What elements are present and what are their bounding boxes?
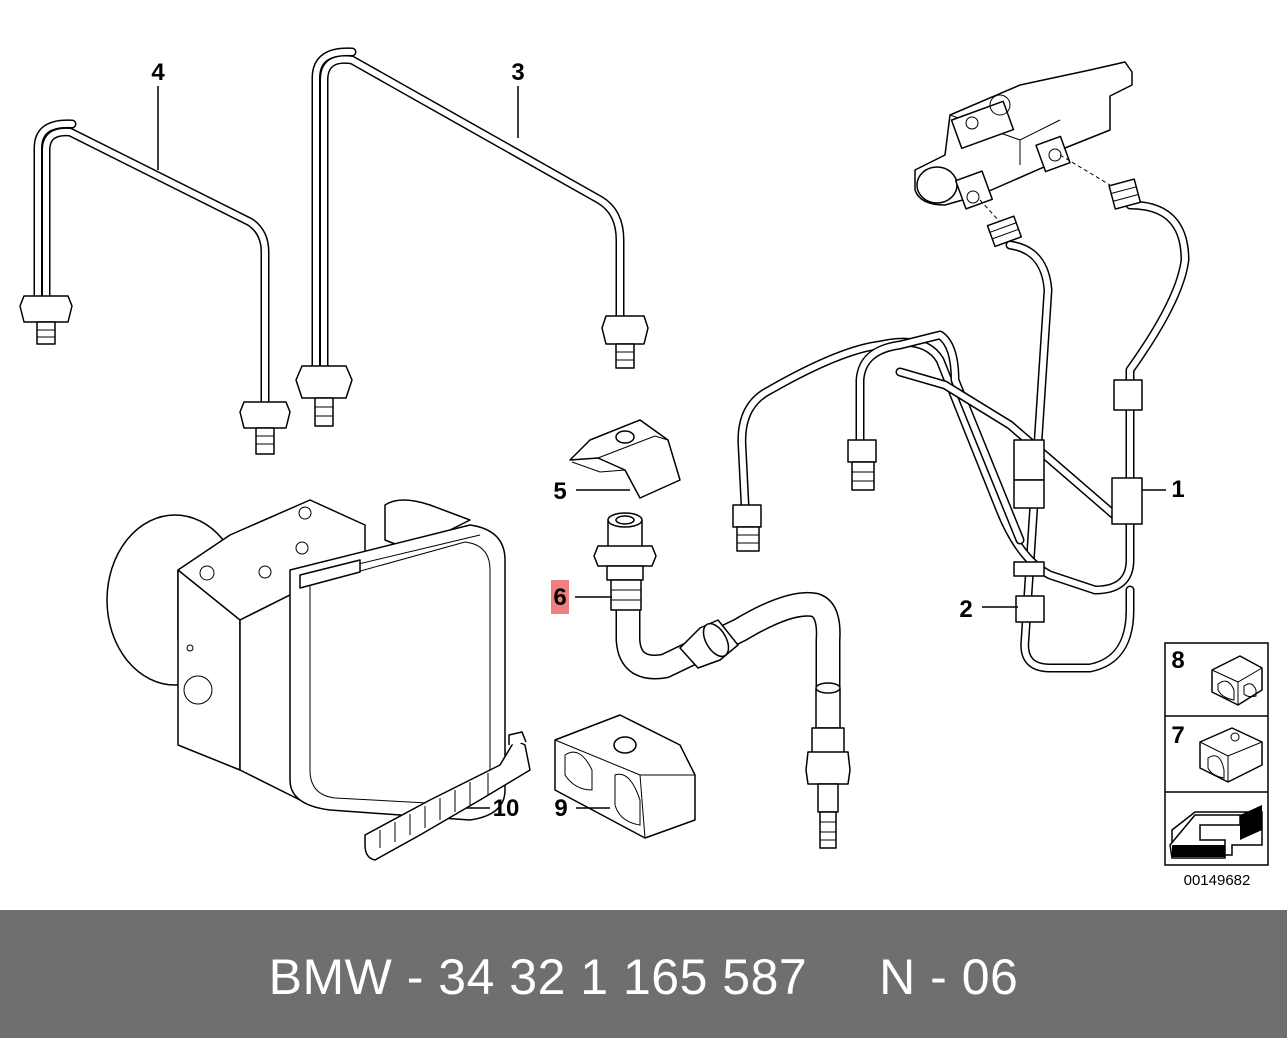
- callout-9: 9: [554, 795, 567, 822]
- callout-8: 8: [1171, 647, 1184, 674]
- callout-3: 3: [511, 59, 524, 86]
- brake-pipes-1-2: [732, 178, 1190, 673]
- reference-number: 00149682: [1184, 872, 1251, 889]
- callout-5: 5: [553, 478, 566, 505]
- callout-7: 7: [1171, 722, 1184, 749]
- parts-diagram: 4 3 5 6 1 2 8 7 9 10 00149682: [19, 47, 1269, 889]
- callout-4: 4: [151, 59, 165, 86]
- master-cylinder: [914, 61, 1133, 223]
- callout-2: 2: [959, 596, 972, 623]
- callout-labels: 4 3 5 6 1 2 8 7 9 10 00149682: [151, 59, 1250, 889]
- bracket-5: [569, 419, 681, 499]
- connector-strip-10: [364, 731, 531, 861]
- callout-10: 10: [493, 795, 520, 822]
- part-number-caption: BMW - 34 32 1 165 587 N - 06: [268, 949, 1019, 1005]
- callout-1: 1: [1171, 476, 1184, 503]
- brake-pipe-3: [295, 47, 649, 427]
- brake-pipe-4: [19, 119, 291, 455]
- legend-panel: [1164, 642, 1269, 866]
- callout-6: 6: [553, 584, 566, 611]
- callout-6-highlight: [551, 580, 569, 614]
- clip-block-9: [554, 714, 696, 839]
- footer-bar: BMW - 34 32 1 165 587 N - 06: [0, 910, 1287, 1038]
- abs-hydraulic-unit: [106, 499, 506, 821]
- leader-lines: [157, 86, 1166, 809]
- arrow-icon: [1169, 805, 1263, 859]
- brake-hose-6: [593, 512, 851, 849]
